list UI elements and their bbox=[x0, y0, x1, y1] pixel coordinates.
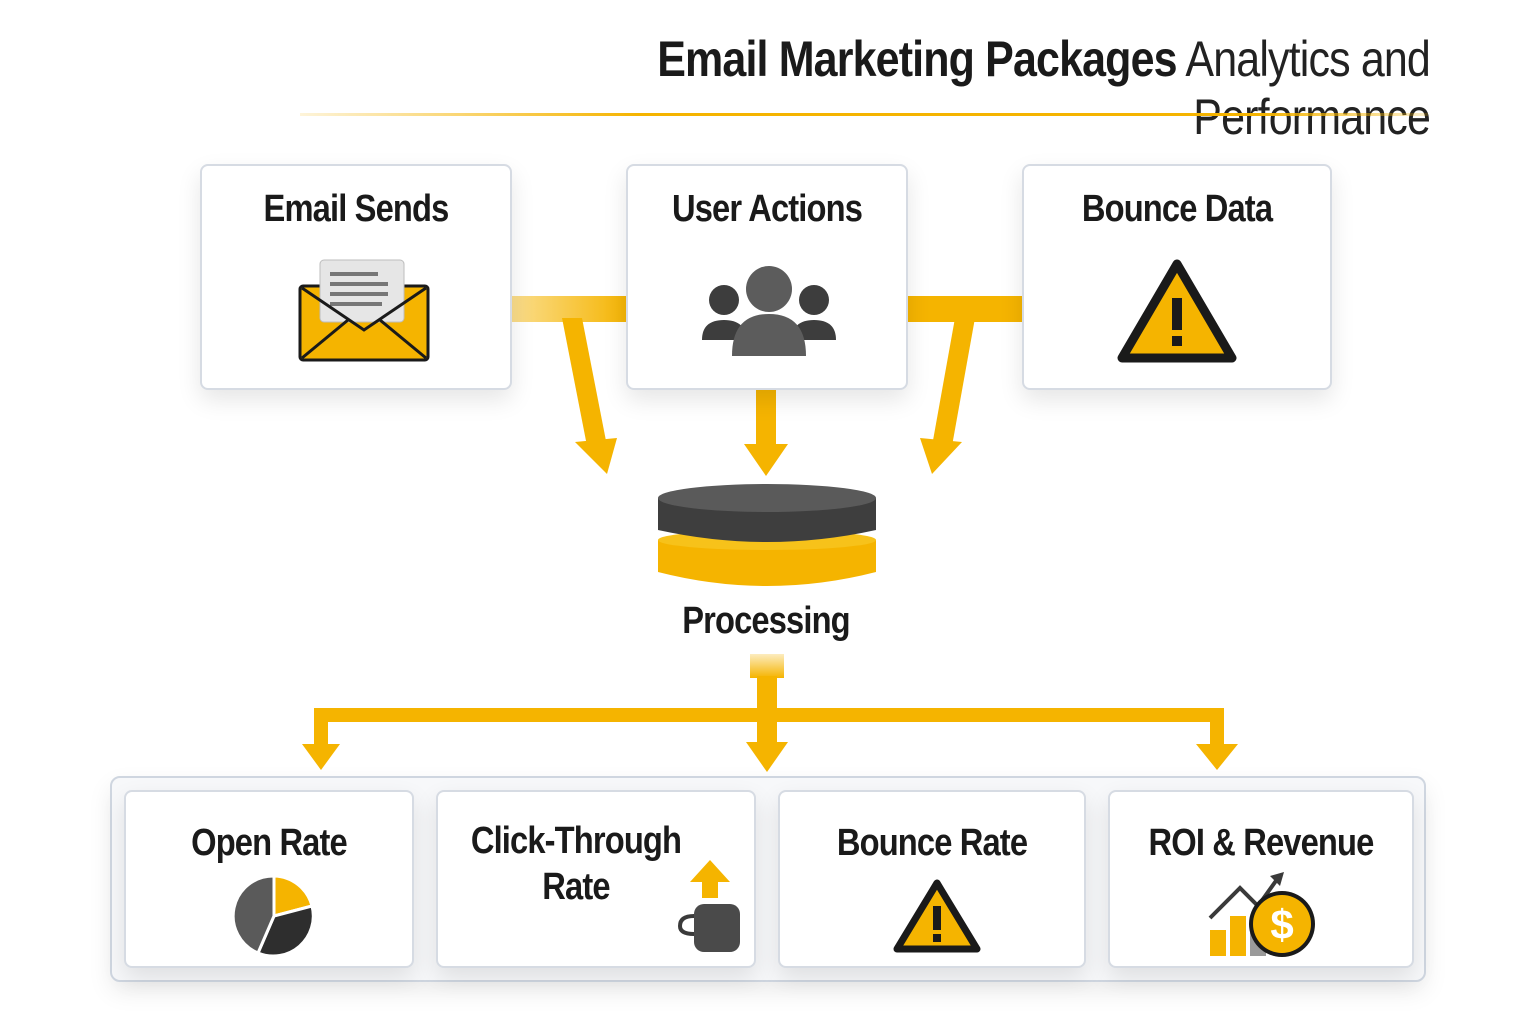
metric-label: ROI & Revenue bbox=[1148, 822, 1375, 864]
warning-icon bbox=[1117, 259, 1237, 363]
source-label: User Actions bbox=[671, 188, 863, 230]
source-label: Email Sends bbox=[263, 188, 450, 230]
source-box-user-actions: User Actions bbox=[626, 164, 908, 390]
connector-right-h bbox=[906, 296, 1024, 322]
connector-processing-down bbox=[750, 654, 784, 678]
metric-label: Open Rate bbox=[191, 822, 348, 864]
metric-label-line1: Click-Through bbox=[470, 820, 682, 862]
metric-label-line2: Rate bbox=[542, 866, 610, 908]
title-underline bbox=[300, 113, 1428, 116]
connector-distribution-bar bbox=[314, 708, 1224, 722]
pie-chart-icon bbox=[232, 874, 315, 958]
click-up-arrow-icon bbox=[677, 860, 740, 952]
arrow-email-to-processing bbox=[562, 318, 617, 474]
revenue-chart-coin-icon: $ bbox=[1208, 872, 1315, 957]
metric-box-open-rate: Open Rate bbox=[124, 790, 414, 968]
users-icon bbox=[702, 266, 836, 356]
metric-box-bounce-rate: Bounce Rate bbox=[778, 790, 1086, 968]
svg-text:$: $ bbox=[1270, 901, 1293, 948]
title-light: Analytics and Performance bbox=[1176, 31, 1430, 145]
page-title: Email Marketing Packages Analytics and P… bbox=[458, 30, 1431, 146]
connector-left-h bbox=[512, 296, 630, 322]
arrow-to-open-rate bbox=[302, 708, 340, 770]
metric-box-roi-revenue: ROI & Revenue $ bbox=[1108, 790, 1414, 968]
arrow-bounce-to-processing bbox=[920, 318, 975, 474]
source-box-email-sends: Email Sends bbox=[200, 164, 512, 390]
database-icon bbox=[658, 484, 876, 586]
arrow-to-roi bbox=[1196, 708, 1238, 770]
title-bold: Email Marketing Packages bbox=[657, 31, 1177, 87]
envelope-icon bbox=[298, 259, 430, 362]
warning-icon bbox=[893, 879, 981, 953]
metric-label: Bounce Rate bbox=[836, 822, 1028, 864]
arrow-to-click-through bbox=[746, 742, 788, 772]
metric-box-click-through: Click-Through Rate bbox=[436, 790, 756, 968]
arrow-actions-to-processing bbox=[744, 390, 788, 476]
source-box-bounce-data: Bounce Data bbox=[1022, 164, 1332, 390]
processing-label: Processing bbox=[682, 600, 850, 642]
source-label: Bounce Data bbox=[1081, 188, 1273, 230]
